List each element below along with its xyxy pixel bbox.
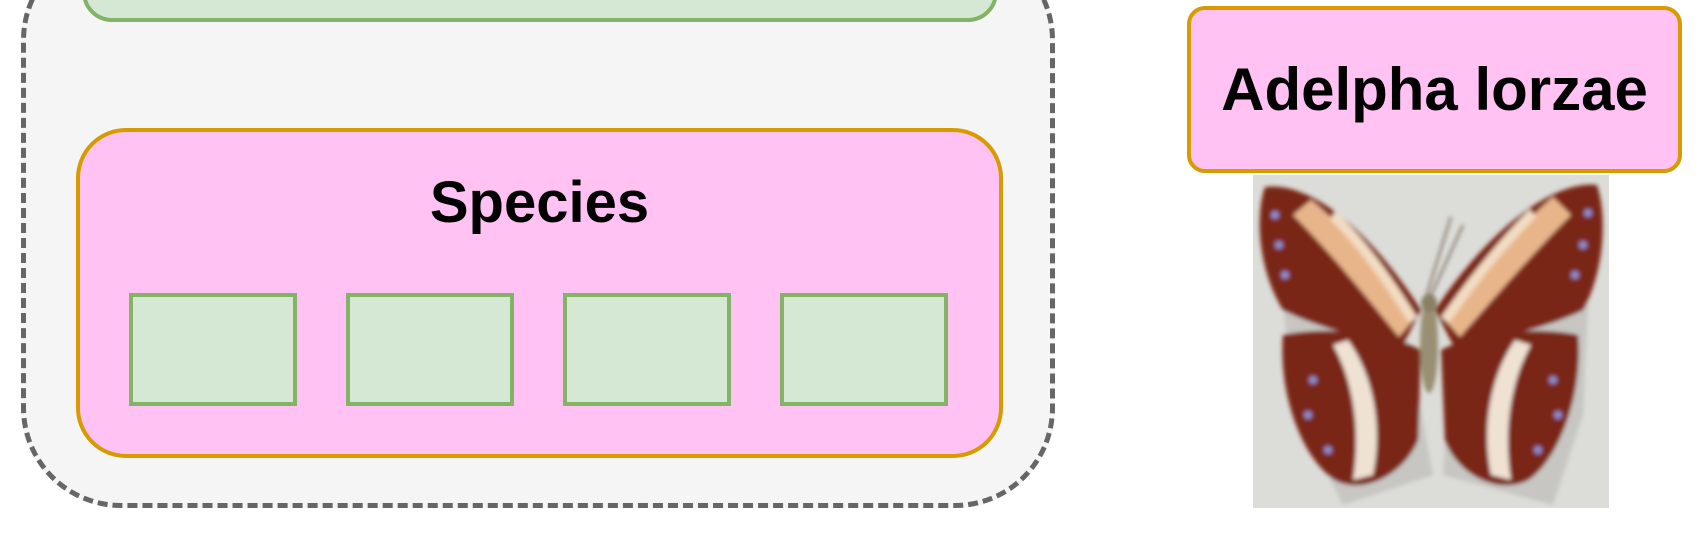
specimen-name: Adelpha lorzae — [1221, 56, 1648, 123]
species-slot-3 — [563, 293, 731, 406]
species-box: Species — [76, 128, 1003, 458]
species-title: Species — [429, 170, 650, 235]
upper-level-box — [82, 0, 998, 22]
butterfly-image — [1253, 175, 1609, 508]
species-slot-2 — [346, 293, 514, 406]
species-slot-1 — [129, 293, 297, 406]
specimen-label: Adelpha lorzae — [1187, 6, 1682, 173]
species-slot-4 — [780, 293, 948, 406]
butterfly-icon — [1259, 184, 1603, 505]
